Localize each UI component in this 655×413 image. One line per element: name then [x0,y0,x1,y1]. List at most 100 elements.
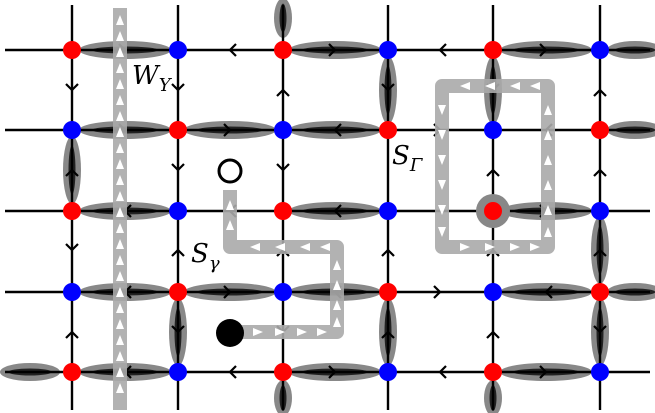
edge-arrow [65,330,79,339]
path-arrowhead [530,82,540,90]
path-arrowhead [544,180,552,190]
edge-arrow [486,168,500,177]
edge-arrow [171,248,185,257]
path-arrowhead [333,317,341,327]
path-arrowhead [333,300,341,310]
blue-vertex [274,283,292,301]
path-arrowhead [116,175,124,185]
blue-vertex [63,121,81,139]
path-arrowhead [226,200,234,210]
edge-arrow [171,163,185,172]
edge-arrow [333,123,342,137]
string-operator-layer [113,8,555,410]
wilson-loop-label-sub: Y [159,75,173,96]
path-arrowhead [485,243,495,251]
path-arrowhead [438,227,446,237]
path-arrowhead [250,243,260,251]
path-arrowhead [510,243,520,251]
path-arrowhead [297,328,307,336]
path-arrowhead [544,130,552,140]
blue-vertex [379,363,397,381]
blue-vertex [169,202,187,220]
path-arrowhead [438,205,446,215]
path-arrowhead [116,79,124,89]
path-arrowhead [116,159,124,169]
edge-arrow [328,365,337,379]
path-arrowhead [116,47,124,57]
path-arrowhead [116,223,124,233]
edge-arrow [438,43,447,57]
edge-arrow [433,285,442,299]
edge-arrow [171,83,185,92]
path-arrowhead [116,271,124,281]
blue-vertex [169,41,187,59]
path-arrowhead [116,383,124,393]
edge-arrow [486,330,500,339]
edge-arrow [381,248,395,257]
path-arrowhead [317,328,327,336]
string-start-filled-marker [216,319,244,347]
path-arrowhead [333,260,341,270]
path-arrowhead [460,82,470,90]
red-vertex [169,283,187,301]
path-arrowhead [438,155,446,165]
red-vertex [484,202,502,220]
s-gamma-label-main: S [191,239,209,269]
path-arrowhead [510,82,520,90]
red-vertex [63,202,81,220]
red-vertex [274,41,292,59]
red-vertex [591,283,609,301]
edge-arrow [65,83,79,92]
edge-arrow [276,88,290,97]
path-arrowhead [438,130,446,140]
red-vertex [484,41,502,59]
path-arrowhead [116,111,124,121]
path-arrowhead [116,15,124,25]
path-arrowhead [116,127,124,137]
path-arrowhead [116,319,124,329]
path-arrowhead [275,243,285,251]
s-Gamma-label-sub: Γ [409,155,424,176]
edge-arrow [539,365,548,379]
path-arrowhead [485,82,495,90]
red-vertex [274,363,292,381]
blue-vertex [379,41,397,59]
path-arrowhead [275,328,285,336]
red-vertex [63,41,81,59]
blue-vertex [63,283,81,301]
red-vertex [169,121,187,139]
blue-vertex [591,41,609,59]
vertex-layer [63,41,609,381]
edge-arrow [65,168,79,177]
path-arrowhead [116,335,124,345]
path-arrowhead [116,191,124,201]
edge-arrow [276,163,290,172]
path-arrowhead [544,227,552,237]
red-vertex [274,202,292,220]
edge-arrow [593,325,607,334]
blue-vertex [591,202,609,220]
blue-vertex [591,363,609,381]
path-arrowhead [530,243,540,251]
s-gamma-label-sub: γ [209,253,220,274]
edge-arrow [593,88,607,97]
blue-vertex [379,202,397,220]
path-arrowhead [226,220,234,230]
edge-arrow [228,365,237,379]
path-arrowhead [544,105,552,115]
edge-arrow [65,243,79,252]
edge-arrow [381,83,395,92]
blue-vertex [274,121,292,139]
path-arrowhead [116,239,124,249]
blue-vertex [484,121,502,139]
edge-arrow [171,325,185,334]
edge-arrow [333,204,342,218]
blue-vertex [484,283,502,301]
edge-arrow [539,43,548,57]
blue-vertex [169,363,187,381]
red-vertex [379,283,397,301]
string-end-open-marker [217,158,243,184]
edge-arrow [223,123,232,137]
